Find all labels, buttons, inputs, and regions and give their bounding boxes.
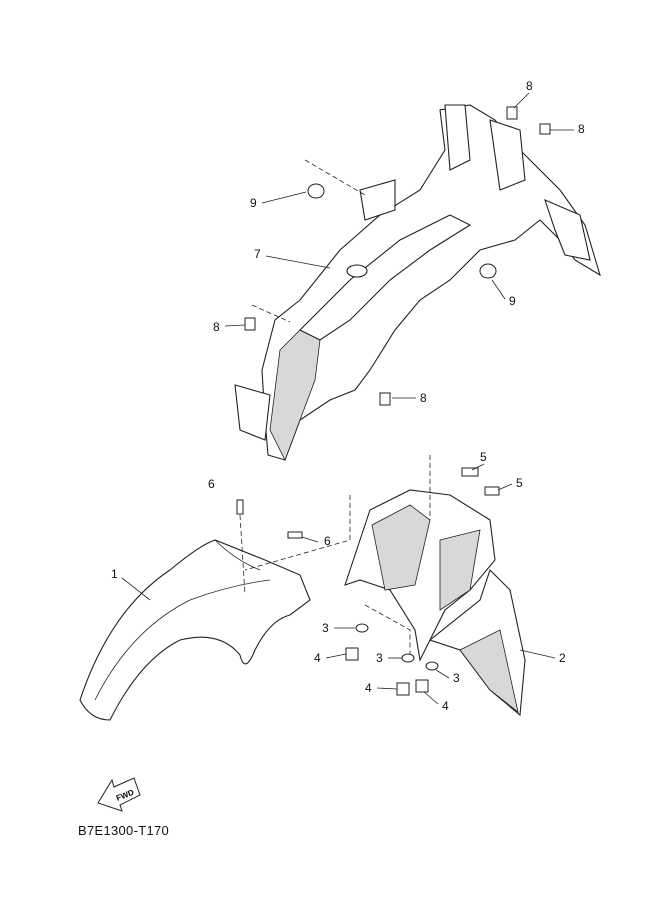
diagram-code: B7E1300-T170 — [78, 823, 170, 838]
callout-9: 9 — [509, 294, 516, 308]
fwd-arrow-icon: FWD — [97, 777, 141, 812]
bolt-8 — [379, 392, 391, 406]
callout-8: 8 — [578, 122, 585, 136]
collar-3 — [401, 653, 415, 663]
callout-8: 8 — [526, 79, 533, 93]
callout-3: 3 — [376, 651, 383, 665]
bolt-8 — [506, 106, 518, 120]
callout-3: 3 — [453, 671, 460, 685]
screw-6 — [287, 531, 303, 539]
bolt-4 — [396, 682, 410, 696]
callout-2: 2 — [559, 651, 566, 665]
callout-3: 3 — [322, 621, 329, 635]
callout-8: 8 — [420, 391, 427, 405]
callout-4: 4 — [314, 651, 321, 665]
callout-6: 6 — [324, 534, 331, 548]
collar-3 — [355, 623, 369, 633]
nut-5 — [461, 467, 479, 477]
grommet-9 — [479, 263, 497, 279]
callout-5: 5 — [480, 450, 487, 464]
rear-mudguard-part-2[interactable] — [344, 489, 526, 717]
callout-9: 9 — [250, 196, 257, 210]
bolt-4 — [415, 679, 429, 693]
callout-8: 8 — [213, 320, 220, 334]
grommet-9 — [307, 183, 325, 199]
callout-5: 5 — [516, 476, 523, 490]
callout-1: 1 — [111, 567, 118, 581]
rear-fender-part-7[interactable] — [234, 104, 601, 461]
bolt-8 — [539, 123, 551, 135]
screw-6 — [236, 499, 244, 515]
bolt-4 — [345, 647, 359, 661]
front-fender-part-1[interactable] — [79, 539, 311, 721]
fasteners — [236, 106, 551, 696]
nut-5 — [484, 486, 500, 496]
callout-4: 4 — [365, 681, 372, 695]
bolt-8 — [244, 317, 256, 331]
callout-7: 7 — [254, 247, 261, 261]
callout-6: 6 — [208, 477, 215, 491]
callout-4: 4 — [442, 699, 449, 713]
collar-3 — [425, 661, 439, 671]
leader-lines — [121, 92, 574, 705]
